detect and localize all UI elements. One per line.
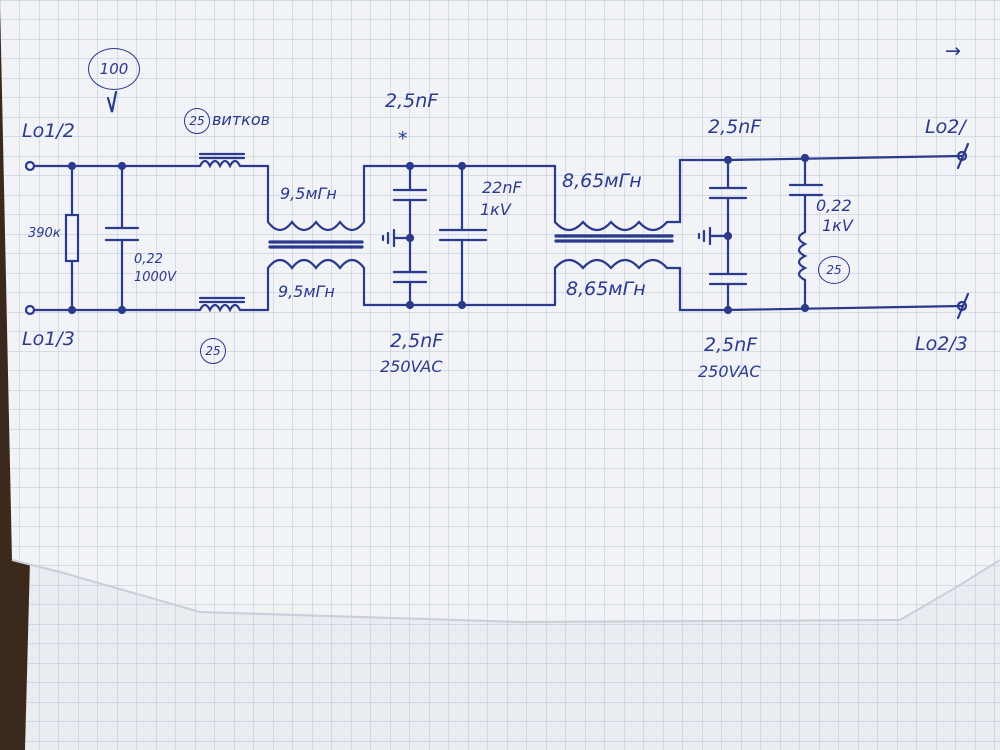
label-resistor: 390к: [28, 226, 61, 241]
checkmark: [106, 90, 118, 113]
choke-top: [198, 159, 242, 169]
cmc2-core: [554, 234, 674, 243]
label-ycap-bottom-out: 2,5nF: [704, 334, 758, 356]
arrow-right-icon: →: [945, 40, 961, 62]
rail-top-right: [726, 154, 964, 162]
choke-bottom: [198, 303, 242, 313]
label-out-top: Lo2/: [925, 116, 966, 138]
annotation-circle-100: 100: [88, 48, 140, 90]
label-out-cap-value: 0,22: [816, 196, 852, 215]
label-turns-note: витков: [212, 110, 271, 129]
label-in-top: Lo1/2: [22, 120, 75, 142]
label-xcap-voltage: 1кV: [480, 200, 511, 219]
cmc2-bottom-winding: [553, 258, 669, 270]
schematic-wiring: [24, 90, 970, 320]
cmc2-top-winding: [553, 220, 669, 232]
label-cmc1-bottom: 9,5мГн: [278, 282, 335, 301]
annotation-circle-25-top: 25: [184, 108, 210, 134]
cmc1-core: [268, 240, 364, 249]
annotation-circle-25-bottom: 25: [200, 338, 226, 364]
label-ycap-bottom-mid-voltage: 250VAC: [380, 357, 443, 376]
cmc1-top-winding: [266, 220, 366, 232]
label-cmc1-top: 9,5мГн: [280, 184, 337, 203]
label-out-bottom: Lo2/3: [915, 333, 968, 355]
label-ycap-bottom-mid: 2,5nF: [390, 330, 444, 352]
label-cmc2-bottom: 8,65мГн: [566, 278, 646, 300]
cmc1-bottom-winding: [266, 258, 366, 270]
label-input-cap-value: 0,22: [134, 252, 163, 267]
label-in-bottom: Lo1/3: [22, 328, 75, 350]
output-choke: [797, 230, 808, 282]
label-input-cap-voltage: 1000V: [134, 270, 176, 285]
label-ycap-bottom-out-voltage: 250VAC: [698, 362, 761, 381]
label-out-cap-voltage: 1кV: [822, 216, 853, 235]
label-ycap-mark: *: [398, 128, 408, 150]
label-ycap-top-out: 2,5nF: [708, 116, 762, 138]
label-xcap-value: 22nF: [482, 178, 522, 197]
label-ycap-top-mid: 2,5nF: [385, 90, 439, 112]
label-cmc2-top: 8,65мГн: [562, 170, 642, 192]
annotation-circle-25-out: 25: [818, 256, 850, 284]
rail-bottom-right: [726, 304, 964, 312]
